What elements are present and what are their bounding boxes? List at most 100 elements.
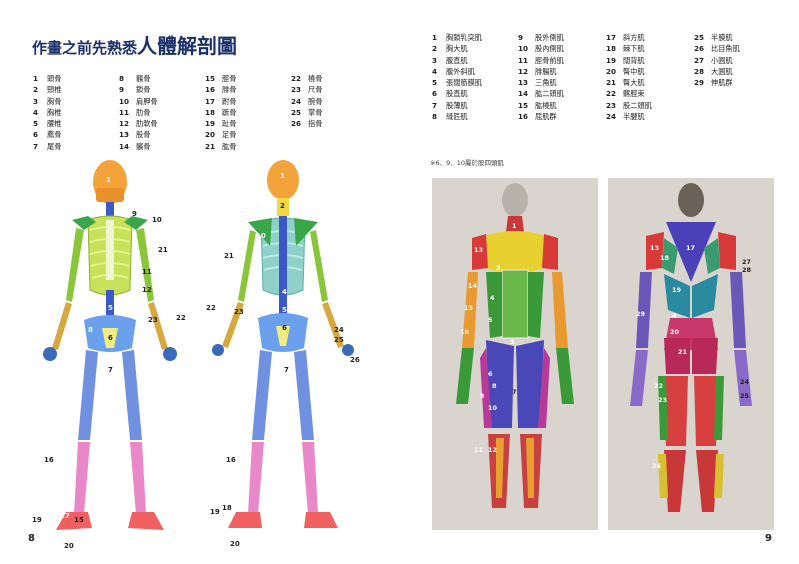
back-muscle-figure: 13 17 18 27 28 19 29 4 20 21 22 23 24 25… xyxy=(630,183,752,512)
front-label-11: 11 xyxy=(142,268,152,276)
front-label-23: 23 xyxy=(148,316,158,324)
left-hand xyxy=(43,347,57,361)
back-muscle-label-22: 22 xyxy=(654,382,663,390)
back-label-22: 22 xyxy=(206,304,216,312)
head-back xyxy=(678,183,704,217)
scapula xyxy=(248,218,318,246)
lumbar-spine xyxy=(106,290,114,326)
skeleton-illustration: 1 9 10 21 11 12 23 22 8 6 5 13 7 14 15 1… xyxy=(32,160,360,550)
muscle-label-16: 16 xyxy=(460,328,470,336)
forearm-muscle xyxy=(456,348,574,404)
latissimus xyxy=(664,274,718,318)
hamstrings xyxy=(662,376,720,446)
muscle-label-8: 8 xyxy=(492,382,497,390)
thigh-muscle xyxy=(486,340,544,428)
front-label-15: 15 xyxy=(64,448,74,456)
back-muscle-photo: 13 17 18 27 28 19 29 4 20 21 22 23 24 25… xyxy=(608,178,774,530)
back-muscle-label-23: 23 xyxy=(658,396,667,404)
chest-muscle xyxy=(484,231,546,273)
front-label-6: 6 xyxy=(108,334,113,342)
back-label-26: 26 xyxy=(350,356,360,364)
soleus xyxy=(658,454,724,498)
front-label-22: 22 xyxy=(176,314,186,322)
infraspinatus xyxy=(662,238,720,274)
muscle-label-4: 4 xyxy=(490,294,495,302)
skull-back xyxy=(267,160,299,200)
front-muscle-figure: 1 13 2 14 4 15 5 16 3 6 8 7 9 10 11 12 xyxy=(456,183,574,508)
iliotibial-band xyxy=(658,376,724,440)
femur xyxy=(78,350,142,440)
quadriceps-note: ※6、9、10屬於股四頭肌 xyxy=(430,159,504,167)
shin-back xyxy=(248,442,318,514)
shin-muscle xyxy=(496,438,534,498)
abs xyxy=(501,269,529,339)
back-label-10: 10 xyxy=(256,232,266,240)
front-label-10: 10 xyxy=(152,216,162,224)
back-label-24: 24 xyxy=(334,326,344,334)
back-labels: 1 2 10 21 22 23 4 5 6 24 25 26 13 7 16 1… xyxy=(206,172,360,548)
muscle-label-5: 5 xyxy=(488,316,493,324)
title-prefix: 作畫之前先熟悉 xyxy=(32,39,138,57)
spine-back xyxy=(279,216,287,326)
muscle-label-15: 15 xyxy=(464,304,474,312)
back-label-25: 25 xyxy=(334,336,344,344)
shin xyxy=(74,442,146,514)
front-label-12: 12 xyxy=(142,286,152,294)
back-label-23: 23 xyxy=(234,308,244,316)
front-label-5: 5 xyxy=(108,304,113,312)
back-label-5: 5 xyxy=(282,306,287,314)
back-label-7: 7 xyxy=(284,366,289,374)
left-hand-back xyxy=(212,344,224,356)
back-muscle-label-17: 17 xyxy=(686,244,695,252)
sartorius xyxy=(480,348,550,428)
back-skeleton xyxy=(212,160,354,528)
back-label-4: 4 xyxy=(282,288,287,296)
page-title: 作畫之前先熟悉人體解剖圖 xyxy=(32,30,237,59)
muscle-label-1: 1 xyxy=(512,222,517,230)
front-label-7: 7 xyxy=(108,366,113,374)
front-label-13: 13 xyxy=(76,356,86,364)
calf xyxy=(664,450,718,512)
front-muscle-photo: 1 13 2 14 4 15 5 16 3 6 8 7 9 10 11 12 xyxy=(432,178,598,530)
page-number-right: 9 xyxy=(765,533,772,544)
muscle-label-9: 9 xyxy=(480,392,485,400)
forearm-back-muscle xyxy=(630,350,752,406)
